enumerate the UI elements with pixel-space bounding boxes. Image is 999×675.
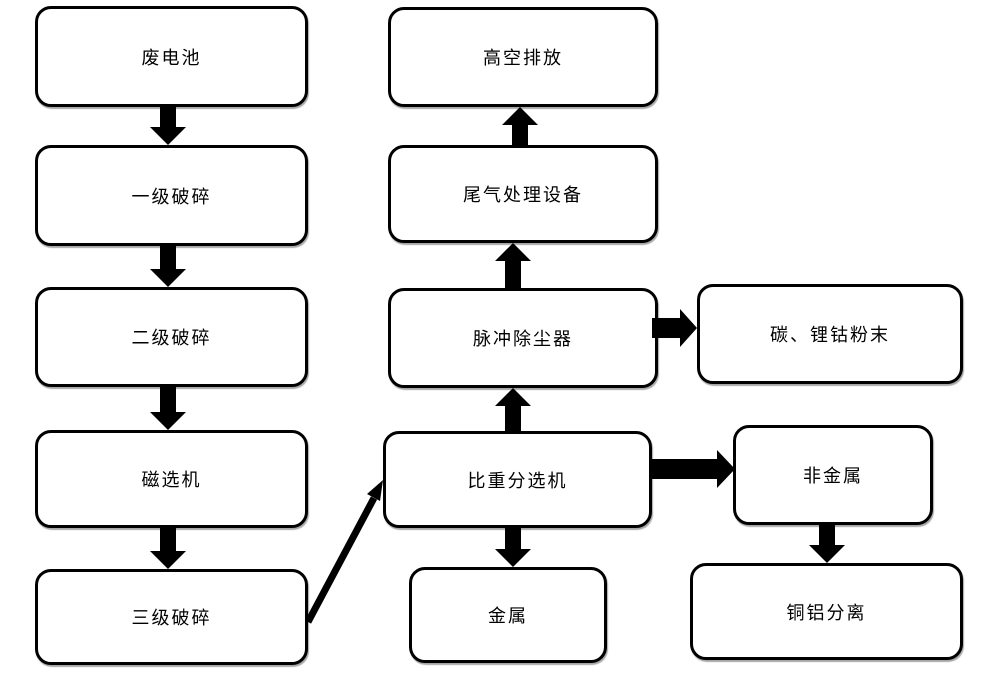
node-label: 金属: [488, 606, 528, 626]
node-label: 二级破碎: [131, 328, 212, 348]
node-primary-crushing: 一级破碎: [35, 145, 308, 246]
node-label: 尾气处理设备: [463, 185, 583, 205]
node-label: 比重分选机: [467, 470, 568, 491]
node-gravity-separator: 比重分选机: [383, 431, 652, 528]
node-label: 碳、锂钴粉末: [770, 325, 890, 345]
node-secondary-crushing: 二级破碎: [35, 287, 308, 387]
node-label: 一级破碎: [131, 186, 212, 207]
arrow-waste-battery-to-primary-crushing: [150, 107, 186, 145]
node-pulse-dust-collector: 脉冲除尘器: [388, 288, 658, 388]
node-tertiary-crushing: 三级破碎: [35, 569, 308, 665]
node-copper-aluminum-separation: 铜铝分离: [690, 563, 963, 660]
node-label: 三级破碎: [131, 608, 212, 628]
arrow-non-metal-to-copper-aluminum-separation: [809, 525, 845, 563]
node-label: 铜铝分离: [786, 602, 867, 623]
arrow-magnetic-separator-to-tertiary-crushing: [150, 528, 186, 569]
node-label: 废电池: [141, 47, 202, 68]
arrow-secondary-crushing-to-magnetic-separator: [150, 387, 186, 430]
node-high-altitude-discharge: 高空排放: [388, 7, 658, 107]
node-label: 高空排放: [483, 48, 563, 68]
arrow-exhaust-gas-treatment-to-high-altitude-discharge: [502, 107, 538, 145]
node-waste-battery: 废电池: [35, 6, 308, 107]
arrow-primary-to-secondary-crushing: [150, 246, 186, 287]
node-label: 非金属: [803, 466, 863, 486]
node-label: 磁选机: [141, 470, 202, 490]
arrow-gravity-separator-to-metal: [495, 528, 531, 567]
node-magnetic-separator: 磁选机: [35, 430, 308, 528]
node-non-metal: 非金属: [733, 425, 933, 525]
arrow-pulse-dust-collector-to-carbon-lithium-cobalt-powder: [652, 309, 697, 347]
arrow-gravity-separator-to-non-metal: [652, 450, 735, 488]
node-label: 脉冲除尘器: [473, 329, 573, 349]
node-exhaust-gas-treatment: 尾气处理设备: [388, 145, 658, 243]
node-carbon-lithium-cobalt-powder: 碳、锂钴粉末: [697, 284, 963, 384]
arrow-gravity-separator-to-pulse-dust-collector: [495, 388, 531, 431]
node-metal: 金属: [409, 567, 607, 663]
arrow-tertiary-crushing-to-gravity-separator: [295, 465, 400, 635]
arrow-pulse-dust-collector-to-exhaust-gas-treatment: [495, 243, 531, 288]
